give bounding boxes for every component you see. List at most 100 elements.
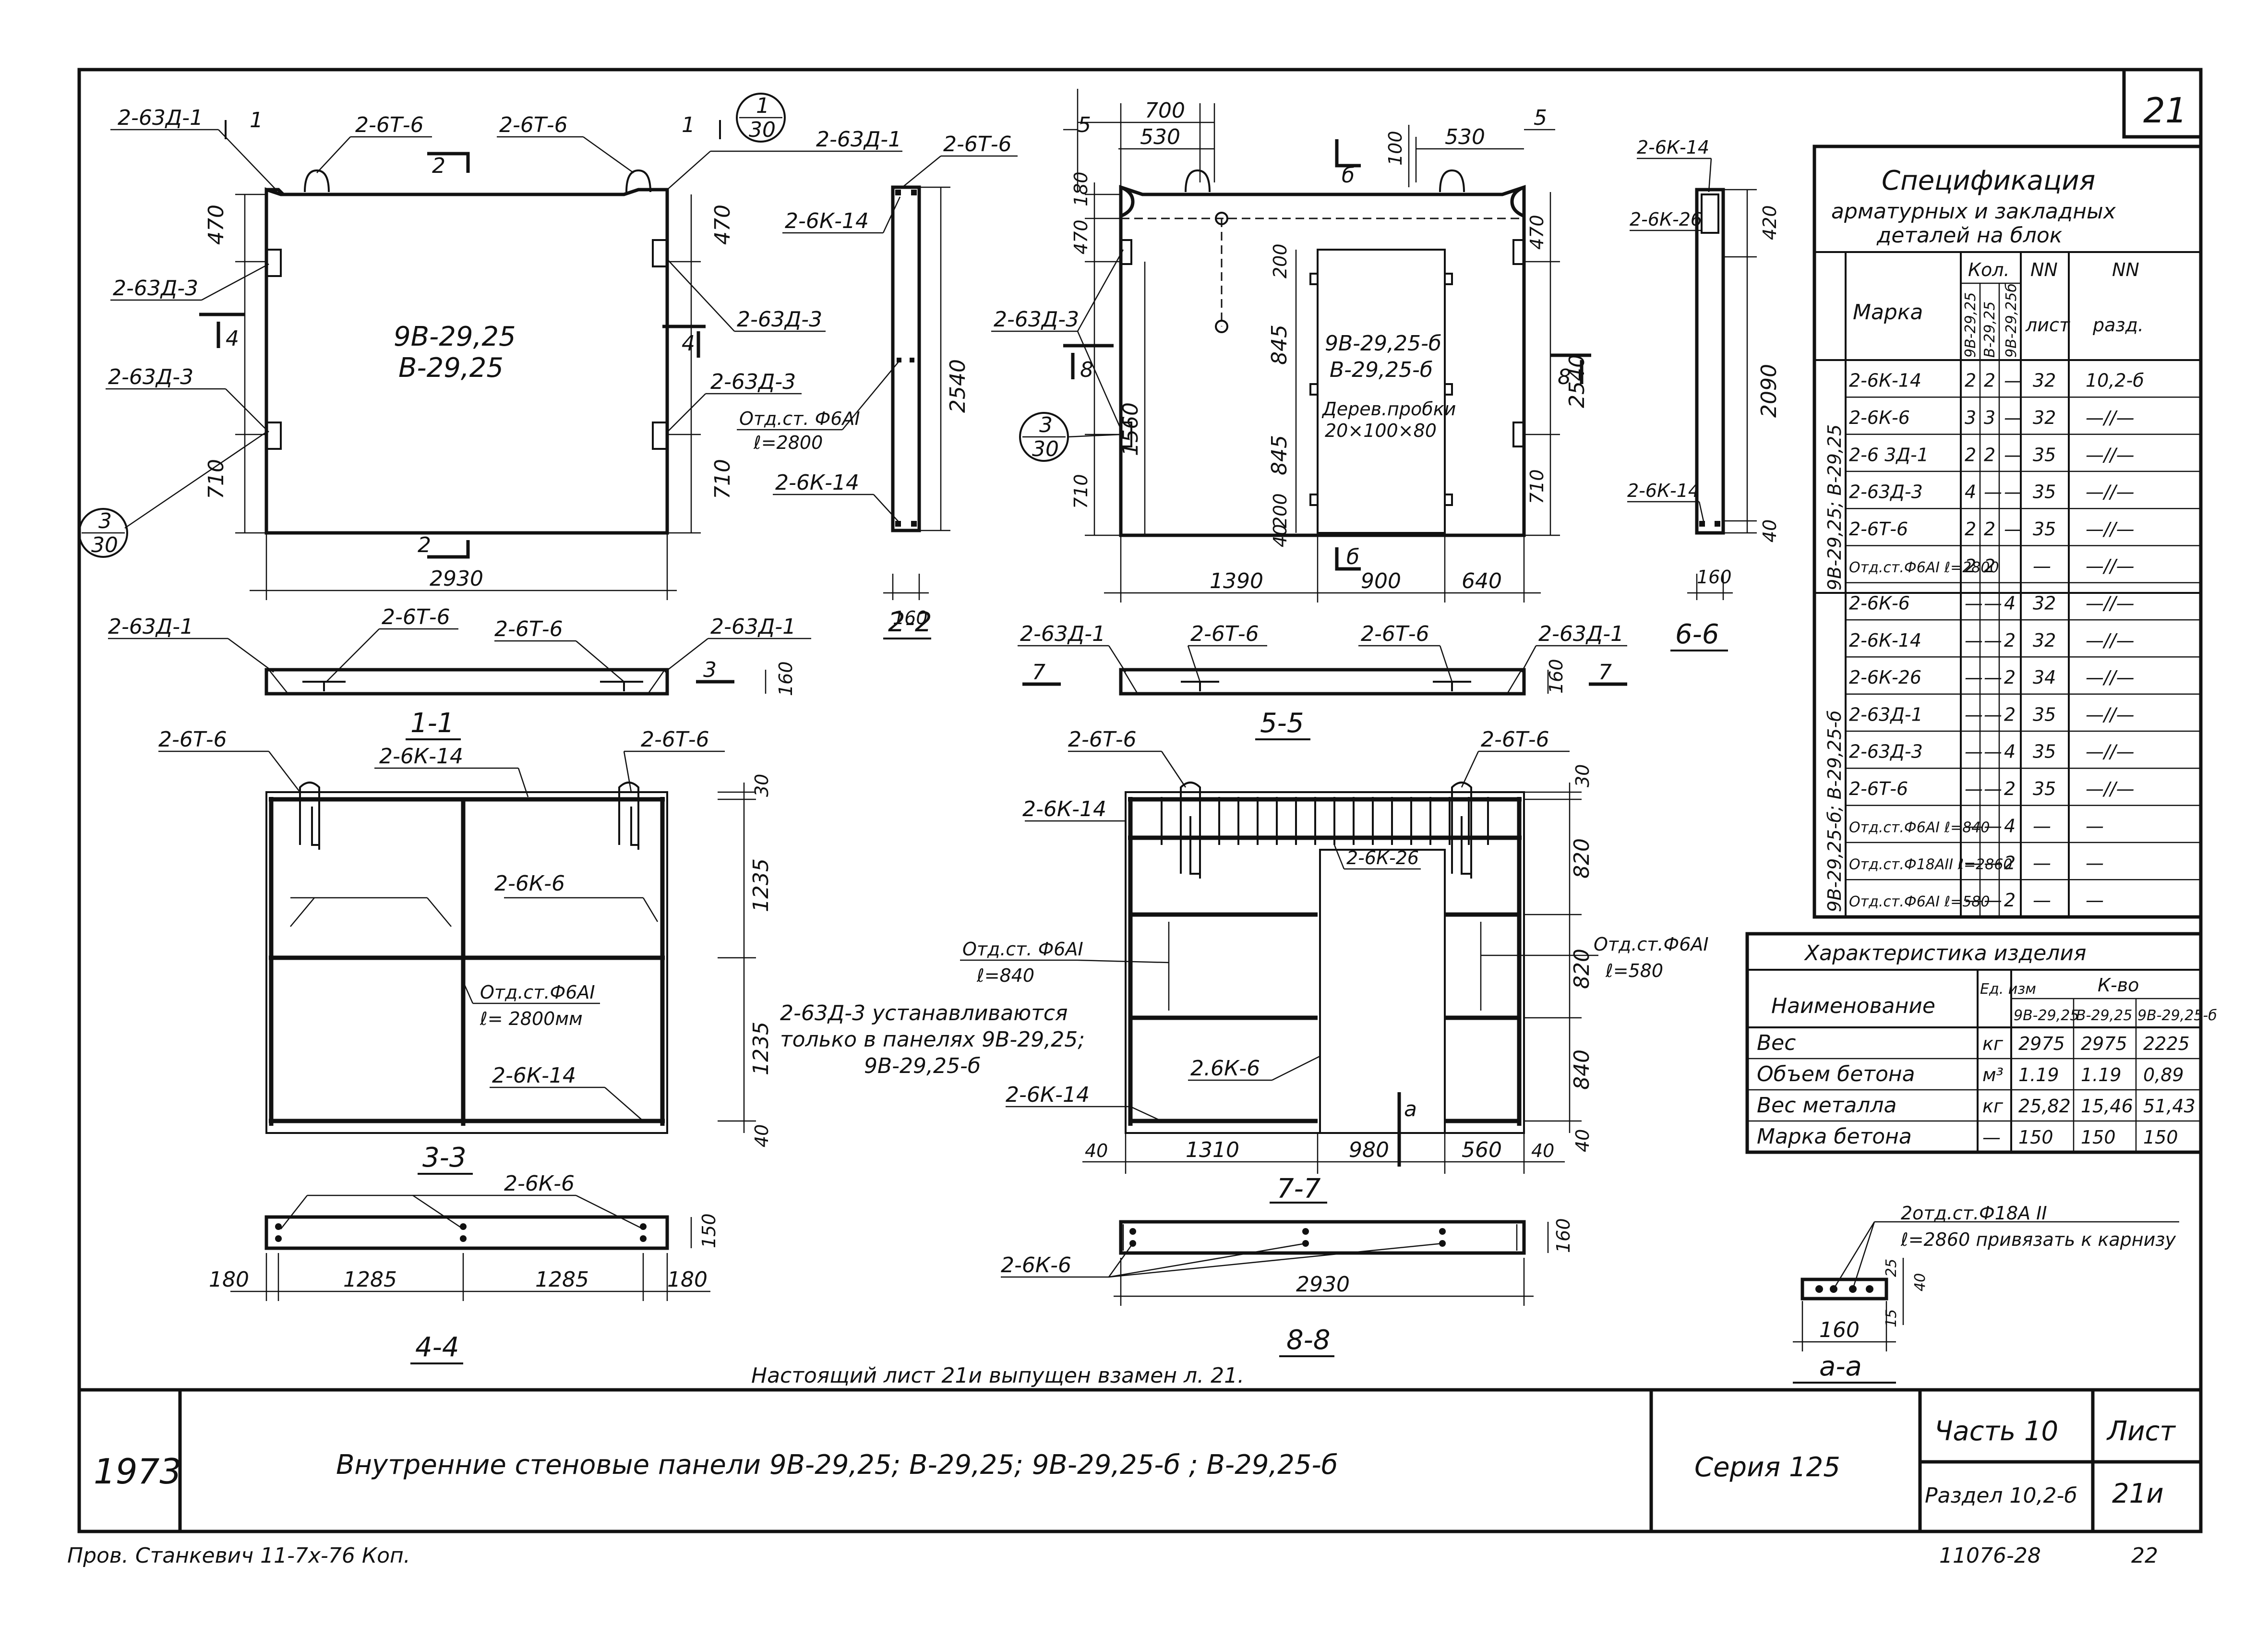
door-dim-5-left: 5 bbox=[1078, 113, 1091, 137]
corner-number-box bbox=[2122, 68, 2203, 139]
spec-qty-sub-2: В-29,25 bbox=[1981, 301, 1998, 358]
char-cell-v1: 2975 bbox=[2018, 1033, 2065, 1054]
spec-cell-q2: — bbox=[1984, 592, 2002, 614]
s55-mark-a: а bbox=[1404, 1097, 1417, 1121]
spec-cell-q2: 2 bbox=[1984, 370, 1995, 391]
s44-dim-1285-right: 1285 bbox=[535, 1267, 589, 1292]
s11-leader-otd: Отд.ст.Ф6АI bbox=[480, 982, 595, 1003]
char-cell-v3: 2225 bbox=[2143, 1033, 2190, 1054]
middle-note: 2-63Д-3 устанавливаются только в панелях… bbox=[780, 1001, 1085, 1078]
mark-4-right: 4 bbox=[682, 331, 695, 356]
s44-dim-150: 150 bbox=[698, 1213, 720, 1248]
s55-dim-30: 30 bbox=[1572, 764, 1593, 787]
mark-1-right: 1 bbox=[682, 113, 695, 137]
spec-title-2: арматурных и закладных bbox=[1831, 199, 2116, 224]
s11-leader-6t6-right: 2-6Т-6 bbox=[641, 727, 709, 752]
s88-leader-6k6: 2-6К-6 bbox=[1001, 1253, 1071, 1277]
door-panel-label-2: В-29,25-б bbox=[1330, 358, 1433, 382]
spec-cell-q1: 2 bbox=[1965, 370, 1976, 391]
panel-solid-label-2: В-29,25 bbox=[398, 352, 504, 384]
spec-cell-sheet: 32 bbox=[2033, 592, 2056, 614]
spec-cell-sect: 10,2-б bbox=[2086, 370, 2144, 391]
spec-cell-q1: 4 bbox=[1965, 482, 1976, 503]
door-dim-2540: 2540 bbox=[1565, 354, 1589, 408]
spec-cell-sect: —//— bbox=[2086, 555, 2135, 577]
spec-cell-q2: — bbox=[1984, 704, 2002, 725]
mark-4-left: 4 bbox=[226, 326, 239, 351]
saa-note-1: 2отд.ст.Ф18А II bbox=[1901, 1203, 2047, 1224]
door-dim-1560: 1560 bbox=[1118, 402, 1143, 456]
leader-63d3-1: 2-63Д-3 bbox=[113, 276, 198, 301]
s55-dim-40-right: 40 bbox=[1572, 1129, 1593, 1152]
s55-dim-820-1: 820 bbox=[1570, 838, 1594, 879]
spec-cell-mark: Отд.ст.Ф6АI ℓ=580 bbox=[1849, 893, 1990, 910]
s33-title: 3-3 bbox=[422, 1142, 466, 1173]
spec-cell-sect: —//— bbox=[2086, 778, 2135, 799]
section-1-1: 1-1 2-6Т-6 2-6К-14 2-6Т-6 2-6К-6 Отд.ст.… bbox=[158, 708, 773, 1175]
dim-470-left: 470 bbox=[204, 205, 228, 245]
char-cell-v2: 15,46 bbox=[2081, 1096, 2133, 1117]
s22-dim-160: 160 bbox=[893, 607, 928, 628]
spec-cell-mark: 2-63Д-1 bbox=[1849, 704, 1923, 725]
spec-cell-q3: 2 bbox=[2004, 853, 2016, 874]
door-dim-530-right: 530 bbox=[1445, 125, 1485, 149]
spec-cell-sheet: 35 bbox=[2033, 482, 2056, 503]
spec-cell-sheet: — bbox=[2033, 853, 2051, 874]
s66-leader-6k26: 2-6К-26 bbox=[1630, 209, 1702, 230]
s66-dim-160: 160 bbox=[1697, 566, 1732, 588]
char-cell-v1: 25,82 bbox=[2018, 1096, 2071, 1117]
spec-cell-mark: 2-6К-14 bbox=[1849, 370, 1921, 391]
char-table: Характеристика изделия Наименование Ед. … bbox=[1745, 932, 2217, 1154]
char-cell-unit: кг bbox=[1982, 1033, 2004, 1054]
s7-leader-63d1-left: 2-63Д-1 bbox=[1020, 622, 1105, 646]
s55-leader-6t6-left: 2-6Т-6 bbox=[1068, 727, 1137, 752]
door-dim-845-top: 845 bbox=[1267, 325, 1292, 365]
s3-leader-63d1-left: 2-63Д-1 bbox=[108, 615, 193, 639]
spec-cell-q1: — bbox=[1965, 890, 1983, 911]
s22-leader-6t6: 2-6Т-6 bbox=[943, 132, 1012, 157]
s7-leader-6t6-1: 2-6Т-6 bbox=[1190, 622, 1259, 646]
s22-title: 2-2 bbox=[888, 607, 932, 638]
door-leader-63d3: 2-63Д-3 bbox=[994, 307, 1079, 332]
saa-dim-15: 15 bbox=[1883, 1309, 1900, 1327]
char-cell-name: Марка бетона bbox=[1757, 1124, 1912, 1149]
spec-cell-q2: 2 bbox=[1984, 444, 1995, 465]
spec-cell-sheet: 32 bbox=[2033, 407, 2056, 428]
s55-title: 5-5 bbox=[1260, 708, 1304, 739]
spec-cell-sect: —//— bbox=[2086, 444, 2135, 465]
s11-leader-6k14-top: 2-6К-14 bbox=[379, 744, 463, 769]
spec-cell-sheet: — bbox=[2033, 815, 2051, 836]
section: Раздел 10,2-б bbox=[1925, 1483, 2077, 1508]
spec-cell-q3: 4 bbox=[2004, 592, 2016, 614]
spec-cell-sect: —//— bbox=[2086, 630, 2135, 651]
s11-leader-6k6: 2-6К-6 bbox=[494, 871, 565, 896]
spec-title-3: деталей на блок bbox=[1876, 223, 2063, 248]
char-cell-unit: м³ bbox=[1982, 1064, 2004, 1085]
spec-cell-q2: — bbox=[1984, 482, 2002, 503]
door-plug-1: Дерев.пробки bbox=[1321, 398, 1456, 420]
door-dim-200-bottom: 200 bbox=[1270, 493, 1291, 528]
spec-cell-q3: 4 bbox=[2004, 815, 2016, 836]
char-col-2: В-29,25 bbox=[2076, 1007, 2132, 1024]
door-dim-5-right: 5 bbox=[1534, 106, 1547, 130]
s55-dim-840: 840 bbox=[1570, 1049, 1594, 1090]
mark-1-left: 1 bbox=[250, 108, 263, 133]
saa-dim-40: 40 bbox=[1912, 1273, 1929, 1291]
page-no: 22 bbox=[2131, 1543, 2158, 1568]
spec-cell-sect: — bbox=[2086, 853, 2104, 874]
dim-2930: 2930 bbox=[430, 566, 483, 591]
s44-dim-180-left: 180 bbox=[209, 1267, 249, 1292]
s3-leader-6t6-2: 2-6Т-6 bbox=[494, 617, 563, 641]
spec-cell-mark: 2-63Д-3 bbox=[1849, 741, 1923, 762]
s3-leader-63d1-right: 2-63Д-1 bbox=[710, 615, 796, 639]
s66-dim-40: 40 bbox=[1759, 519, 1780, 542]
door-callout-top: 3 bbox=[1039, 413, 1053, 437]
spec-cell-sheet: — bbox=[2033, 555, 2051, 577]
char-title: Характеристика изделия bbox=[1804, 941, 2086, 965]
spec-col-nn1: NN bbox=[2030, 259, 2058, 280]
spec-cell-sheet: 35 bbox=[2033, 444, 2056, 465]
spec-cell-q2: — bbox=[1984, 815, 2002, 836]
middle-note-2: только в панелях 9В-29,25; bbox=[780, 1027, 1085, 1052]
